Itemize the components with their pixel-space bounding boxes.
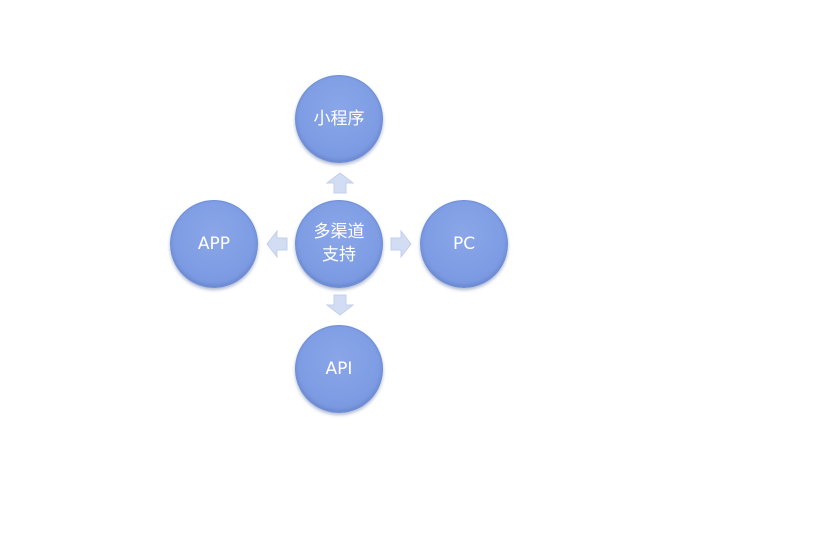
right-node-label: PC	[452, 233, 476, 254]
bottom-node: API	[295, 325, 383, 413]
center-node-label: 多渠道 支持	[313, 222, 365, 265]
right-node: PC	[420, 200, 508, 288]
arrow-left-icon	[266, 230, 288, 258]
top-node: 小程序	[295, 75, 383, 163]
arrow-up-icon	[326, 172, 354, 194]
center-node: 多渠道 支持	[295, 200, 383, 288]
arrow-right-icon	[390, 230, 412, 258]
bottom-node-label: API	[325, 358, 353, 379]
left-node: APP	[170, 200, 258, 288]
left-node-label: APP	[197, 233, 231, 254]
arrow-down-icon	[326, 294, 354, 316]
top-node-label: 小程序	[313, 108, 365, 129]
